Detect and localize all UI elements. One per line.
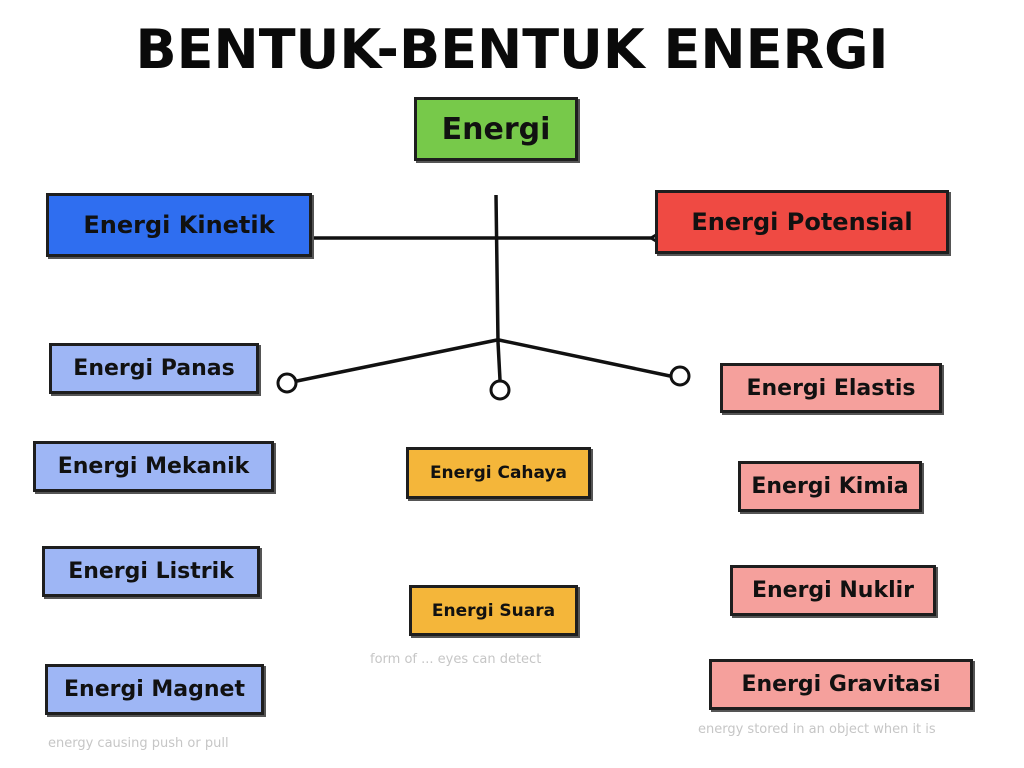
- node-label: Energi Kinetik: [83, 211, 275, 239]
- node-label: Energi Kimia: [751, 474, 909, 499]
- node-energi-cahaya: Energi Cahaya: [406, 447, 591, 499]
- faint-caption-light: form of ... eyes can detect: [370, 652, 542, 667]
- node-label: Energi Elastis: [746, 375, 916, 401]
- node-energi-nuklir: Energi Nuklir: [730, 565, 936, 616]
- root-node-label: Energi: [441, 111, 551, 147]
- node-label: Energi Gravitasi: [741, 672, 941, 697]
- node-energi-suara: Energi Suara: [409, 585, 578, 636]
- node-label: Energi Panas: [73, 356, 235, 381]
- node-energi-kinetik: Energi Kinetik: [46, 193, 312, 257]
- node-center: [489, 379, 511, 401]
- node-energi-mekanik: Energi Mekanik: [33, 441, 274, 492]
- node-label: Energi Potensial: [691, 208, 913, 236]
- branch-right: [498, 338, 671, 378]
- faint-caption-gravity: energy stored in an object when it is: [698, 722, 936, 737]
- node-energi-elastis: Energi Elastis: [720, 363, 942, 413]
- node-label: Energi Cahaya: [429, 463, 568, 483]
- node-energi-listrik: Energi Listrik: [42, 546, 260, 597]
- diagram-title: BENTUK-BENTUK ENERGI: [135, 18, 889, 81]
- root-node-energi: Energi: [414, 97, 578, 161]
- node-energi-panas: Energi Panas: [49, 343, 259, 394]
- node-right: [669, 365, 691, 387]
- branch-left: [296, 338, 498, 383]
- node-left: [276, 372, 298, 394]
- node-label: Energi Magnet: [64, 677, 245, 702]
- node-energi-kimia: Energi Kimia: [738, 461, 922, 512]
- trunk-line: [494, 194, 502, 381]
- node-label: Energi Mekanik: [57, 454, 250, 479]
- node-energi-magnet: Energi Magnet: [45, 664, 264, 715]
- node-energi-potensial: Energi Potensial: [655, 190, 949, 254]
- faint-caption-magnet: energy causing push or pull: [48, 736, 229, 751]
- node-label: Energi Nuklir: [751, 578, 915, 603]
- node-label: Energi Listrik: [68, 559, 234, 584]
- node-energi-gravitasi: Energi Gravitasi: [709, 659, 973, 710]
- node-label: Energi Suara: [431, 600, 556, 621]
